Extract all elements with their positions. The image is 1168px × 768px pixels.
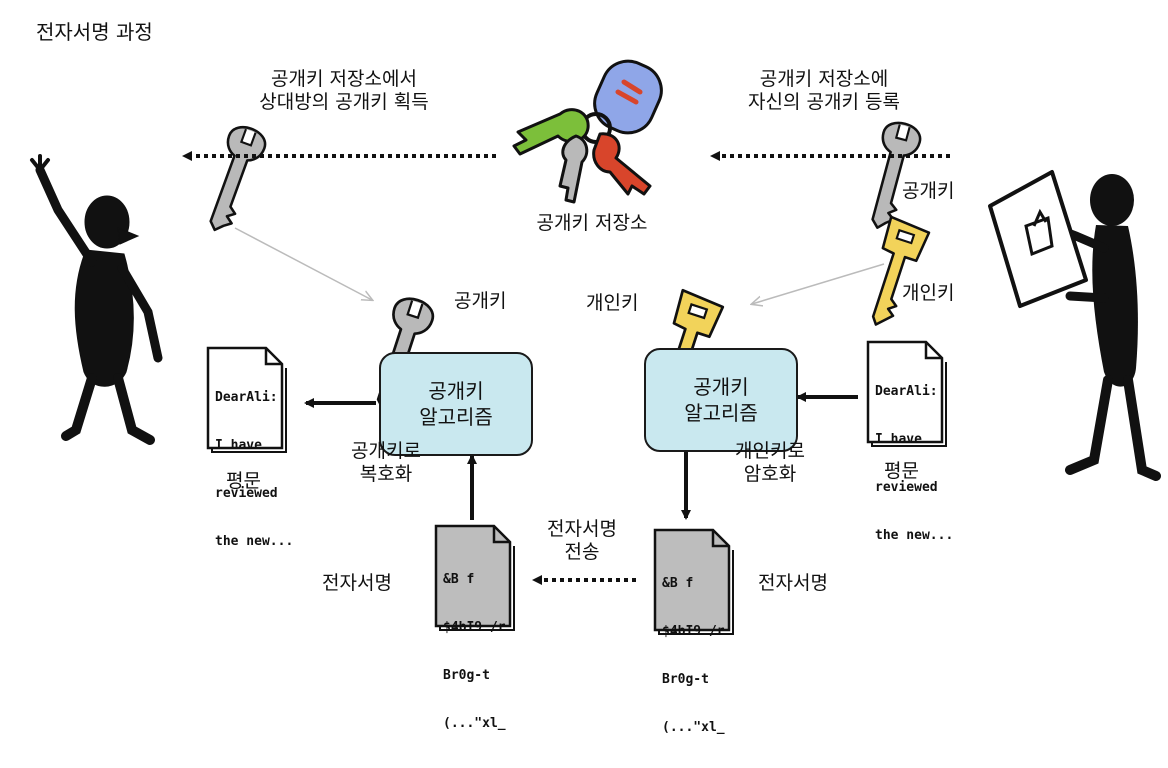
person-holding-paper-icon [988,170,1161,481]
doc-line: Br0g-t [443,668,490,683]
guide-arrow-left [234,227,372,300]
label-plaintext-left: 평문 [226,470,261,492]
label-encrypt: 개인키로 암호화 [720,440,820,486]
doc-line: (..."xl_ [662,720,725,735]
public-key-algorithm-box-left: 공개키 알고리즘 [379,352,533,456]
silver-key-icon [858,117,925,234]
waving-person-icon [30,154,163,445]
label-send-line1: 전자서명 [547,518,617,540]
doc-line: I have [875,432,922,447]
label-signature-right: 전자서명 [758,572,828,594]
guide-arrow-right [752,263,885,304]
doc-line: $4bI9 /r [443,620,506,635]
label-encrypt-line2: 암호화 [743,462,797,485]
label-register-pubkey-line1: 공개키 저장소에 [759,68,889,90]
doc-signature-right: &B f $4bI9 /r Br0g-t (..."xl_ [662,544,725,768]
silver-key-icon [195,121,271,238]
keyring-icon [512,59,663,204]
doc-line: DearAli: [215,390,278,405]
label-decrypt: 공개키로 복호화 [336,440,436,486]
label-decrypt-line2: 복호화 [359,462,413,485]
label-private-key-right: 개인키 [902,282,955,304]
label-get-pubkey-line2: 상대방의 공개키 획득 [259,90,429,113]
gold-key-icon [856,215,932,333]
public-key-algorithm-box-right: 공개키 알고리즘 [644,348,798,452]
box-left-line2: 알고리즘 [419,405,493,429]
label-register-pubkey-line2: 자신의 공개키 등록 [748,90,900,113]
diagram-artwork [30,59,1161,636]
doc-line: the new... [215,534,294,549]
doc-line: $4bI9 /r [662,624,725,639]
label-pubkey-store: 공개키 저장소 [536,212,648,234]
diagram-canvas: 전자서명 과정 공개키 저장소에서 상대방의 공개키 획득 공개키 저장소에 자… [30,20,1161,735]
label-get-pubkey-line1: 공개키 저장소에서 [271,68,417,90]
label-send-line2: 전송 [564,540,600,563]
doc-line: reviewed [215,486,278,501]
box-right-line2: 알고리즘 [684,401,758,425]
doc-line: I have [215,438,262,453]
doc-line: Br0g-t [662,672,709,687]
doc-signature-left: &B f $4bI9 /r Br0g-t (..."xl_ [443,540,506,764]
doc-line: &B f [443,572,475,587]
doc-line: &B f [662,576,694,591]
label-decrypt-line1: 공개키로 [351,440,421,462]
doc-line: reviewed [875,480,938,495]
label-private-key-center: 개인키 [586,292,639,314]
doc-line: the new... [875,528,954,543]
label-public-key-right: 공개키 [902,180,955,202]
doc-line: (..."xl_ [443,716,506,731]
doc-plaintext-right: DearAli: I have reviewed the new... [875,352,953,576]
label-register-pubkey: 공개키 저장소에 자신의 공개키 등록 [704,68,944,114]
doc-line: DearAli: [875,384,938,399]
label-encrypt-line1: 개인키로 [735,440,805,462]
box-right-line1: 공개키 [693,375,749,399]
label-public-key-center: 공개키 [454,290,507,312]
label-send-signature: 전자서명 전송 [530,518,634,564]
label-get-pubkey: 공개키 저장소에서 상대방의 공개키 획득 [214,68,474,114]
doc-plaintext-left: DearAli: I have reviewed the new... [215,358,293,582]
box-left-line1: 공개키 [428,379,484,403]
diagram-title: 전자서명 과정 [36,20,153,44]
label-plaintext-right: 평문 [884,460,919,482]
label-signature-left: 전자서명 [322,572,392,594]
